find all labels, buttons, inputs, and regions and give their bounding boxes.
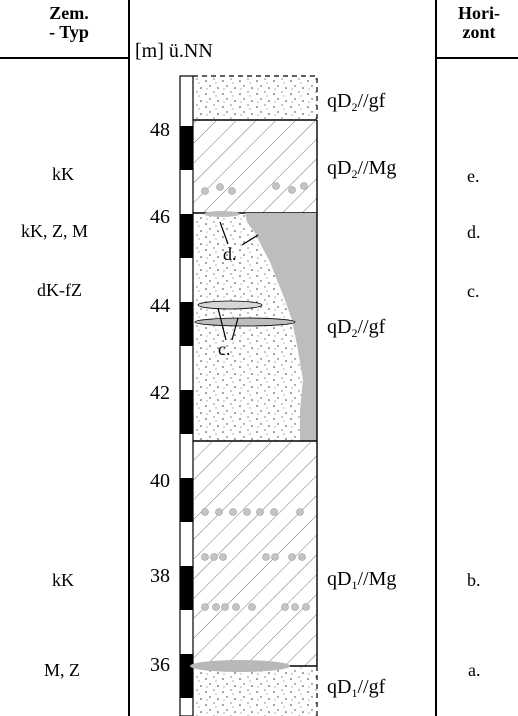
tick-44: 44 [150,295,170,317]
layer-bottom-gravel-sand [190,660,318,716]
pebble-icon [298,553,306,561]
formation-4-sub: 1 [351,578,358,592]
horizon-e: e. [467,166,480,186]
pebble-icon [288,186,296,194]
header-hori-line2: zont [462,22,496,42]
formation-2-sub: 2 [351,167,358,181]
pebble-icon [256,508,264,516]
header-zem-typ: Zem. - Typ [34,4,104,42]
tick-46: 46 [150,206,170,228]
layer-middle-gravel-sand [193,211,318,442]
lens-c-lower [194,317,296,327]
header-horizont: Hori- zont [451,4,507,42]
scale-segment-black [180,214,193,258]
formation-5-sub: 1 [351,686,358,700]
pebble-icon [270,508,278,516]
pebble-icon [262,553,270,561]
pebble-icon [291,603,299,611]
formation-1-prefix: qD [327,90,352,112]
pebble-icon [232,603,240,611]
formation-1-suffix: //gf [357,90,386,112]
formation-4-prefix: qD [327,568,352,590]
zem-type-M-Z: M, Z [44,660,80,680]
pebble-icon [216,183,224,191]
pebble-icon [221,603,229,611]
scale-segment-black [180,390,193,434]
pebble-icon [229,508,237,516]
zem-type-kK-upper: kK [52,164,74,184]
pebble-icon [248,603,256,611]
pebble-icon [281,603,289,611]
layer-lower-marl [193,441,318,667]
pebble-icon [219,553,227,561]
scale-segment-black [180,654,193,698]
table-divider-right [435,0,437,716]
scale-segment-black [180,566,193,610]
formation-3-prefix: qD [327,316,352,338]
lens-c-upper [197,300,263,310]
pebble-icon [212,603,220,611]
tick-42: 42 [150,382,170,404]
formation-label-2: qD2//Mg [327,158,396,180]
scale-segment-black [180,126,193,170]
pebble-icon [300,182,308,190]
layer-top-gravel-sand [193,75,318,121]
table-header-rule-right [435,57,518,59]
formation-1-sub: 2 [351,100,358,114]
table-header-rule-left [0,57,130,59]
tick-40: 40 [150,470,170,492]
table-divider-left [128,0,130,716]
pebble-icon [243,508,251,516]
scale-segment-black [180,478,193,522]
horizon-a: a. [468,660,481,680]
header-zem-line2: - Typ [49,22,89,42]
pebble-icon [201,553,209,561]
pebble-icon [271,553,279,561]
pebble-icon [302,603,310,611]
axis-unit-label: [m] ü.NN [135,40,213,62]
formation-5-suffix: //gf [357,676,386,698]
zem-type-dK-fZ: dK-fZ [37,280,82,300]
formation-3-suffix: //gf [357,316,386,338]
annotation-c: c. [218,339,231,359]
tick-48: 48 [150,119,170,141]
formation-label-5: qD1//gf [327,677,385,699]
cementation-zone-a [190,660,290,672]
formation-2-suffix: //Mg [357,157,397,179]
tick-38: 38 [150,565,170,587]
formation-5-prefix: qD [327,676,352,698]
formation-3-sub: 2 [351,326,358,340]
scale-bar [179,75,194,716]
annotation-d: d. [223,244,237,264]
pebble-icon [215,508,223,516]
pebble-icon [288,553,296,561]
layer-upper-marl [193,120,318,214]
formation-label-3: qD2//gf [327,317,385,339]
horizon-c: c. [467,281,480,301]
pebble-icon [210,553,218,561]
horizon-b: b. [467,570,481,590]
pebble-icon [272,182,280,190]
header-hori-line1: Hori- [458,3,500,23]
zem-type-kK-Z-M: kK, Z, M [21,221,88,241]
tick-36: 36 [150,654,170,676]
formation-label-4: qD1//Mg [327,569,396,591]
formation-4-suffix: //Mg [357,568,397,590]
pebble-icon [201,508,209,516]
formation-2-prefix: qD [327,157,352,179]
scale-segment-black [180,302,193,346]
formation-label-1: qD2//gf [327,91,385,113]
cementation-zone-d [245,213,317,441]
pebble-icon [296,508,304,516]
pebble-icon [201,603,209,611]
pebble-icon [201,187,209,195]
header-zem-line1: Zem. [49,3,89,23]
horizon-d: d. [467,222,481,242]
pebble-icon [228,187,236,195]
zem-type-kK-lower: kK [52,570,74,590]
